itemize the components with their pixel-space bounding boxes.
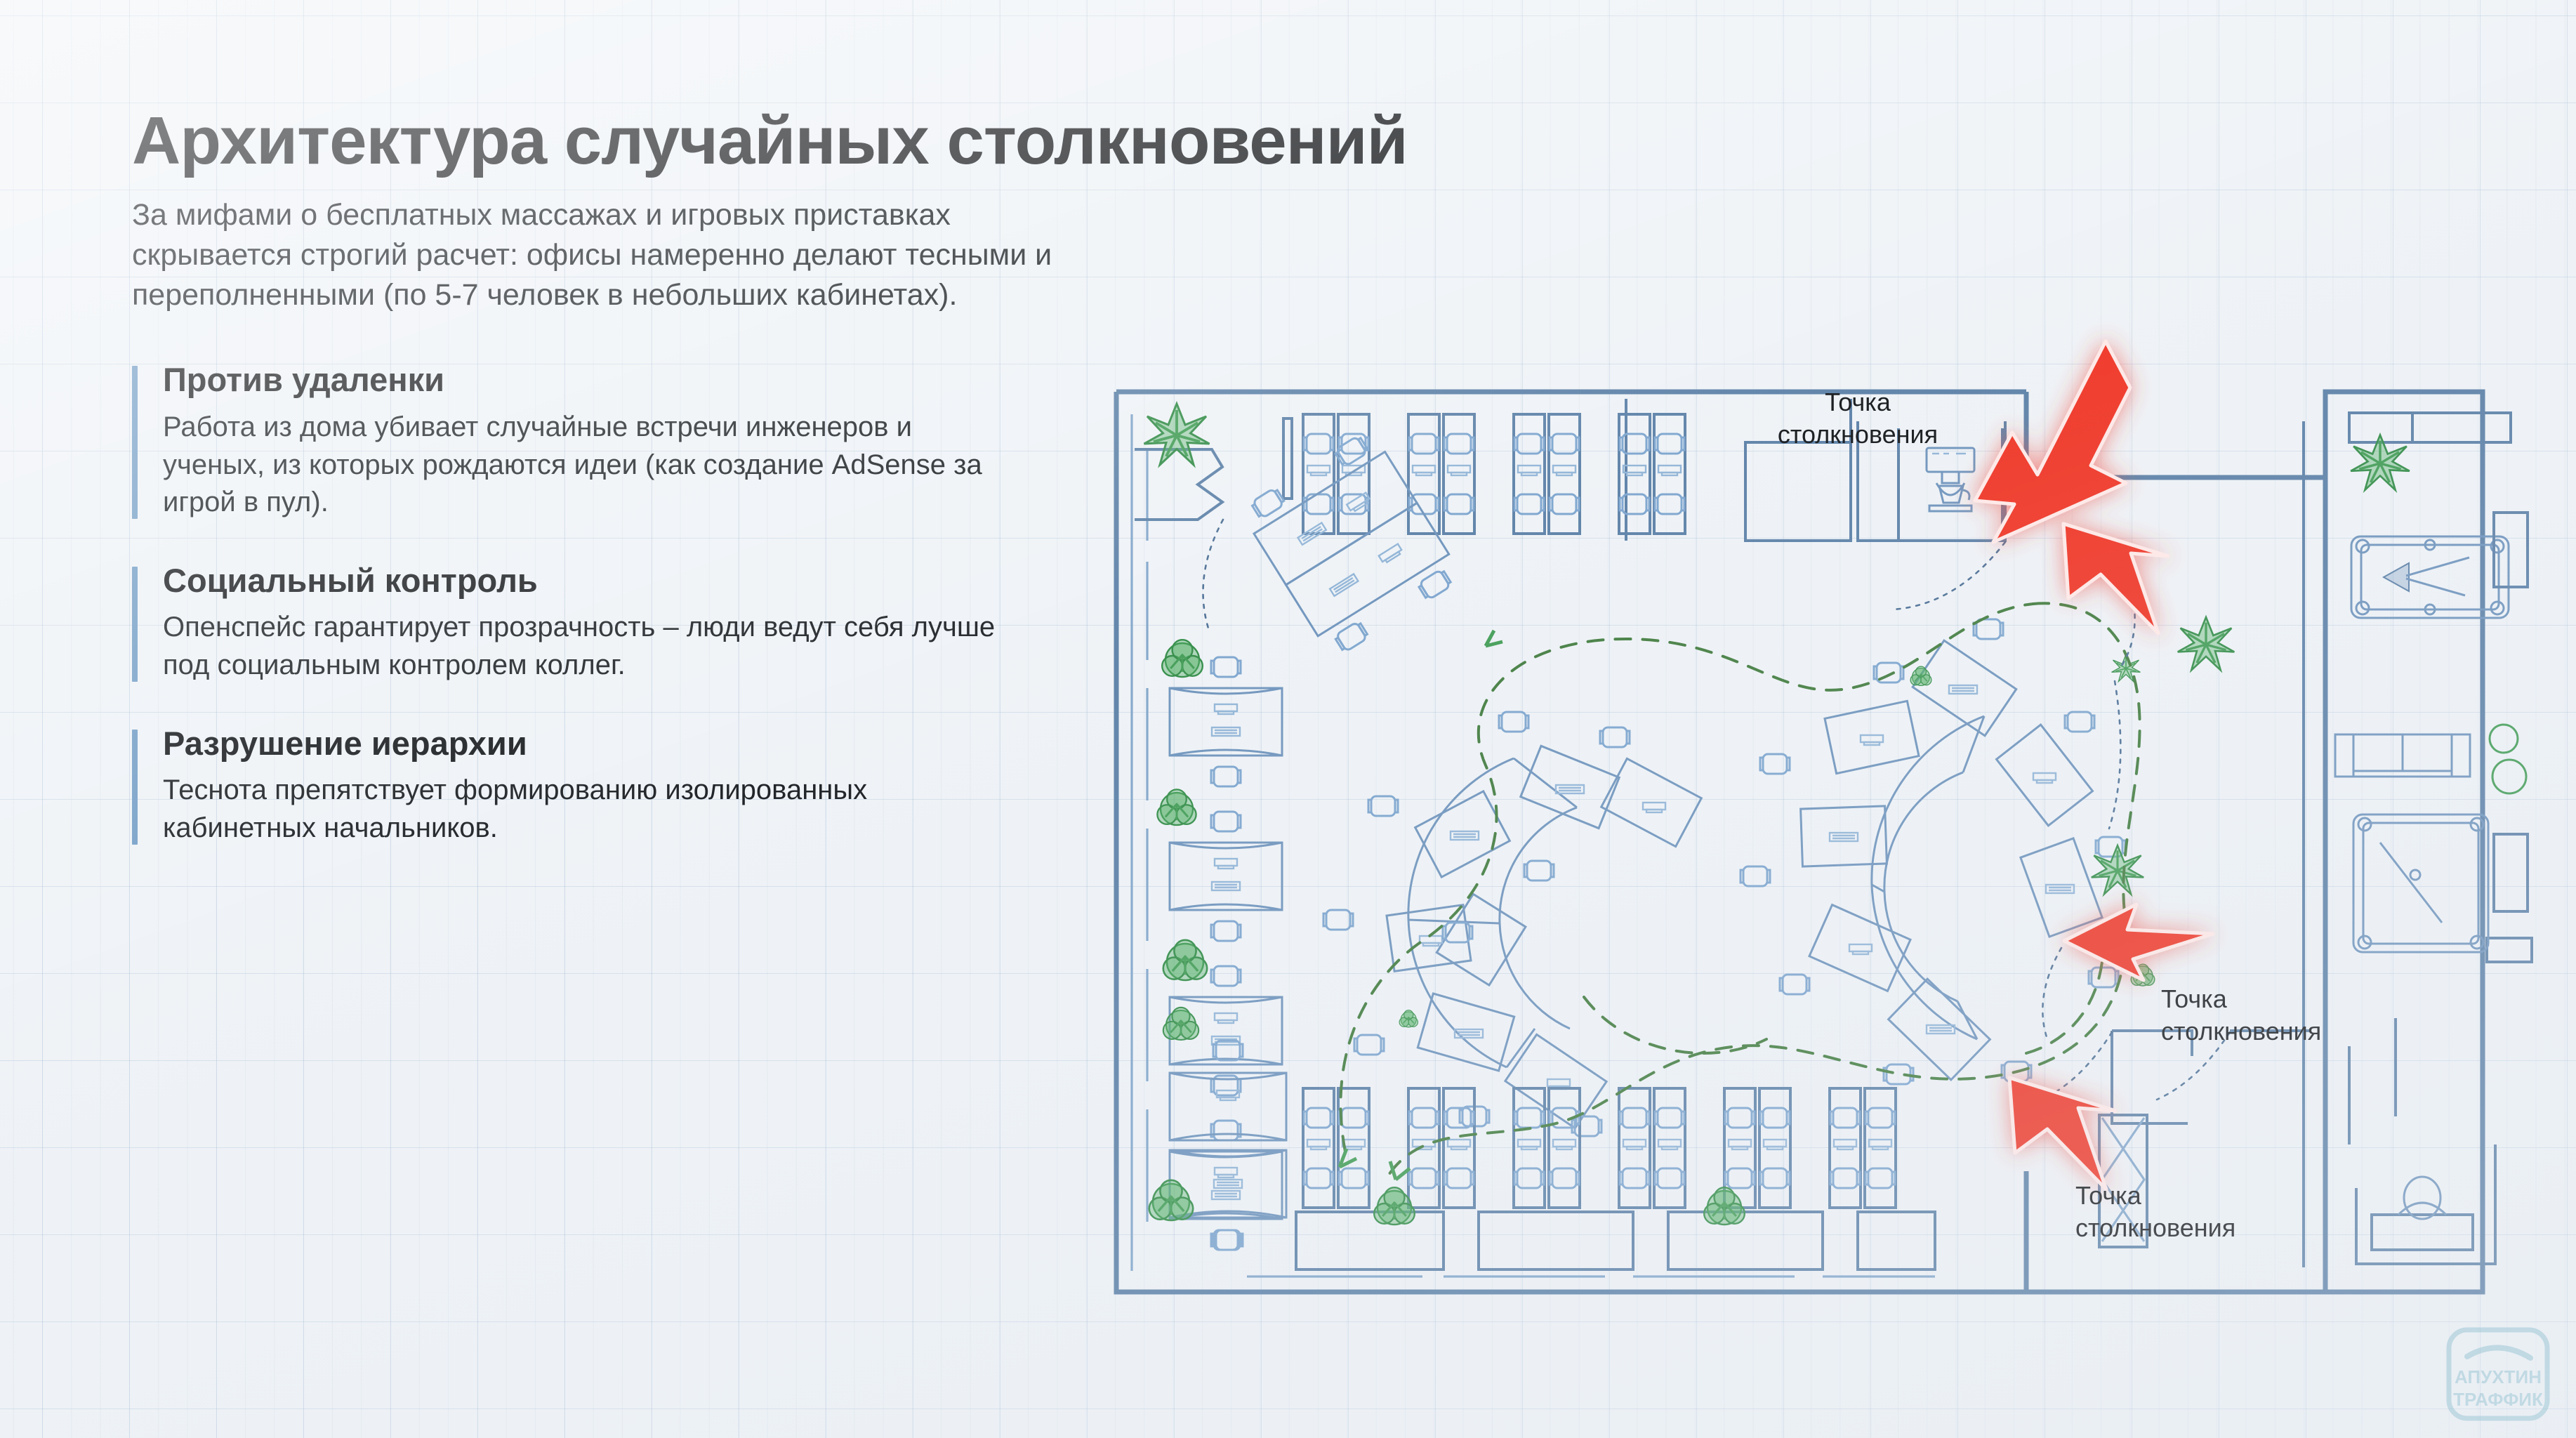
collision-point-label-3: Точка столкновения	[2075, 1181, 2236, 1243]
section-title: Против удаленки	[163, 361, 445, 399]
accent-bar	[132, 566, 138, 682]
section-body: Работа из дома убивает случайные встречи…	[163, 411, 982, 518]
brand-logo: АПУХТИН ТРАФФИК	[2442, 1326, 2554, 1424]
section-against-remote: Против удаленки Работа из дома убивает с…	[132, 362, 1087, 521]
section-body: Теснота препятствует формированию изолир…	[163, 774, 868, 843]
intro-paragraph: За мифами о бесплатных массажах и игровы…	[132, 197, 1052, 312]
logo-line-1: АПУХТИН	[2455, 1366, 2542, 1387]
logo-line-2: ТРАФФИК	[2453, 1389, 2543, 1410]
left-content-column: Архитектура случайных столкновений За ми…	[132, 103, 1408, 888]
accent-bar	[132, 366, 138, 519]
section-body: Опенспейс гарантирует прозрачность – люд…	[163, 612, 996, 681]
section-title: Социальный контроль	[163, 561, 538, 599]
collision-point-label-2: Точка столкновения	[2161, 984, 2322, 1046]
page-title: Архитектура случайных столкновений	[132, 103, 1408, 178]
section-social-control: Социальный контроль Опенспейс гарантируе…	[132, 562, 1087, 685]
section-title: Разрушение иерархии	[163, 724, 527, 762]
accent-bar	[132, 729, 138, 845]
section-hierarchy-destruction: Разрушение иерархии Теснота препятствует…	[132, 725, 1087, 847]
collision-point-label-1: Точка столкновения	[1777, 388, 1938, 449]
